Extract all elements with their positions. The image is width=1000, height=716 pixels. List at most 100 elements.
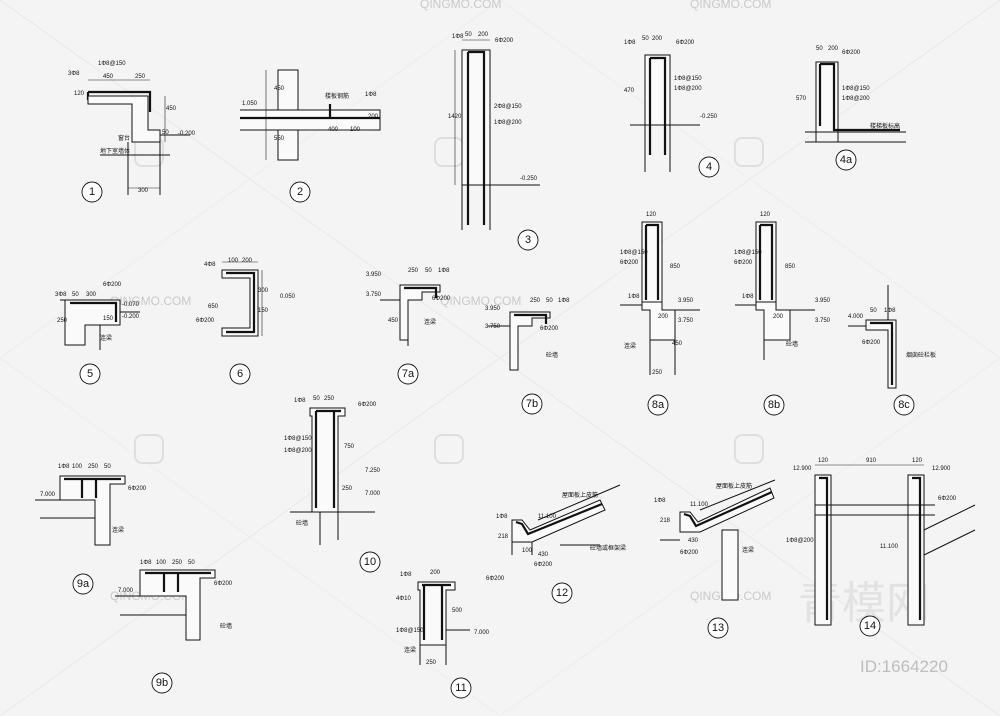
detail-annotation: 200 (652, 36, 663, 42)
detail-annotation: 1Φ8 (294, 398, 306, 404)
detail-annotation: 650 (208, 304, 219, 310)
detail-label-circle (79, 363, 101, 385)
detail-annotation: 1Φ8 (400, 572, 412, 578)
detail-annotation: 3.950 (366, 272, 382, 278)
detail-13: 屋面板上皮筋 11.100 1Φ8 218 430 6Φ200 连梁 13 (654, 479, 776, 639)
detail-label-circle (289, 181, 311, 203)
detail-annotation: 450 (274, 86, 285, 92)
detail-annotation: 连梁 (100, 334, 112, 342)
detail-11: 1Φ8 200 6Φ200 4Φ10 1Φ8@150 500 7.000 连梁 … (396, 570, 505, 699)
detail-annotation: 1Φ8@200 (842, 96, 870, 102)
detail-annotation: 450 (388, 318, 399, 324)
detail-annotation: 450 (166, 106, 177, 112)
detail-annotation: 4Φ8 (204, 262, 216, 268)
detail-label-circle (151, 672, 173, 694)
detail-annotation: 砼墙 (296, 519, 308, 527)
detail-annotation: 1Φ8 (884, 308, 896, 314)
detail-label: 12 (556, 587, 568, 599)
detail-annotation: 750 (344, 444, 355, 450)
detail-annotation: 楼板钢筋 (325, 92, 349, 100)
detail-label-circle (647, 394, 669, 416)
detail-3: 1Φ8 50 200 6Φ200 1420 2Φ8@150 1Φ8@200 -0… (448, 32, 540, 251)
detail-annotation: 100 (228, 258, 239, 264)
detail-annotation: 12.900 (793, 466, 812, 472)
sheet-id-label: ID:1664220 (860, 657, 948, 676)
detail-1: 1Φ8@150 3Φ8 450 250 120 450 50 窗台 -0.200… (68, 61, 196, 203)
watermark-logo-icon (434, 137, 464, 167)
watermark-logo-icon (734, 137, 764, 167)
detail-annotation: 450 (672, 341, 683, 347)
detail-annotation: 250 (57, 318, 68, 324)
detail-annotation: 3.950 (678, 298, 694, 304)
detail-annotation: -0.250 (700, 114, 718, 120)
detail-label: 14 (864, 620, 876, 632)
detail-8b: 120 1Φ8@150 6Φ200 850 1Φ8 3.950 3.750 20… (734, 212, 831, 416)
detail-label: 4a (840, 154, 853, 166)
detail-annotation: 6Φ200 (620, 260, 639, 266)
detail-annotation: 6Φ200 (534, 562, 553, 568)
detail-label: 8a (652, 399, 665, 411)
detail-annotation: 6Φ200 (128, 486, 147, 492)
detail-label-circle (397, 363, 419, 385)
watermark-text: QINGMO.COM (110, 294, 191, 308)
detail-10: 1Φ8 50 250 6Φ200 1Φ8@150 1Φ8@200 750 7.2… (284, 396, 381, 573)
detail-annotation: 6Φ200 (196, 318, 215, 324)
detail-annotation: 100 (522, 548, 533, 554)
detail-annotation: 570 (796, 96, 807, 102)
detail-label: 2 (297, 186, 303, 198)
detail-annotation: 250 (135, 74, 146, 80)
detail-annotation: 50 (104, 464, 111, 470)
detail-annotation: 1Φ8 (742, 294, 754, 300)
detail-annotation: 50 (642, 36, 649, 42)
detail-annotation: 218 (498, 534, 509, 540)
detail-annotation: 200 (368, 114, 379, 120)
detail-annotation: 7.000 (118, 588, 134, 594)
detail-annotation: 1.050 (242, 101, 258, 107)
detail-annotation: 砼墙或框架梁 (590, 544, 626, 552)
detail-9a: 1Φ8 100 250 50 7.000 6Φ200 连梁 9a (35, 464, 147, 595)
detail-label-circle (707, 617, 729, 639)
detail-annotation: 200 (242, 258, 253, 264)
detail-annotation: 300 (138, 188, 149, 194)
detail-annotation: 1Φ8 (58, 464, 70, 470)
detail-annotation: 218 (660, 518, 671, 524)
detail-annotation: 1Φ8@150 (842, 86, 870, 92)
detail-annotation: 1420 (448, 114, 462, 120)
detail-annotation: 1Φ8@200 (786, 538, 814, 544)
detail-annotation: 烟囱砼栏板 (906, 351, 936, 359)
detail-14: 12.900 120 910 120 12.900 6Φ200 1Φ8@200 … (786, 458, 976, 637)
detail-annotation: 1Φ8@150 (620, 250, 648, 256)
detail-annotation: 1Φ8@200 (494, 120, 522, 126)
detail-annotation: 3Φ8 (55, 292, 67, 298)
detail-annotation: 250 (530, 298, 541, 304)
detail-annotation: 50 (313, 396, 320, 402)
detail-annotation: 连梁 (404, 646, 416, 654)
detail-annotation: 12.900 (932, 466, 951, 472)
detail-7b: 3.950 3.750 250 50 1Φ8 6Φ200 砼墙 7b (485, 298, 570, 415)
detail-label: 7b (526, 398, 538, 410)
detail-annotation: 楼梯板标高 (870, 122, 900, 130)
detail-annotation: 100 (156, 560, 167, 566)
detail-annotation: 850 (785, 264, 796, 270)
detail-annotation: 120 (760, 212, 771, 218)
detail-label: 7a (402, 368, 415, 380)
detail-annotation: 6Φ200 (486, 576, 505, 582)
detail-annotation: 地下室墙体 (100, 147, 130, 155)
detail-annotation: 3Φ8 (68, 71, 80, 77)
detail-annotation: -0.200 (122, 314, 140, 320)
detail-annotation: 1Φ8 (365, 92, 377, 98)
detail-8c: 4.000 50 1Φ8 6Φ200 烟囱砼栏板 8c (848, 285, 936, 416)
detail-annotation: 200 (430, 570, 441, 576)
detail-annotation: 3.750 (366, 292, 382, 298)
detail-annotation: 1Φ8 (496, 514, 508, 520)
detail-annotation: 连梁 (112, 526, 124, 534)
detail-annotation: 1Φ8@150 (734, 250, 762, 256)
detail-annotation: 3.750 (815, 318, 831, 324)
detail-annotation: 6Φ200 (676, 40, 695, 46)
detail-annotation: 300 (86, 292, 97, 298)
detail-5: 3Φ8 6Φ200 50 300 250 150 -0.070 -0.200 连… (55, 282, 140, 385)
detail-annotation: 6Φ200 (540, 326, 559, 332)
detail-annotation: 11.100 (690, 502, 709, 508)
detail-annotation: 50 (546, 298, 553, 304)
detail-annotation: 6Φ200 (358, 402, 377, 408)
